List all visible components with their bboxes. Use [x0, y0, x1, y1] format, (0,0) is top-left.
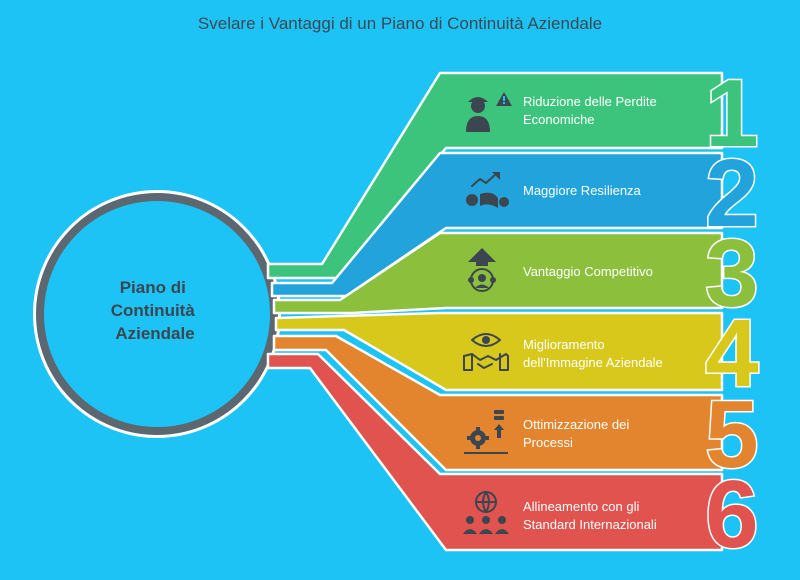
benefit-bands: [266, 71, 724, 552]
label-6: Allineamento con gli Standard Internazio…: [523, 498, 657, 532]
label-2: Maggiore Resilienza: [523, 183, 642, 198]
label-1: Riduzione delle Perdite Economiche: [523, 93, 661, 127]
center-label: Piano di Continuità Aziendale: [111, 278, 200, 343]
center-label-line-3: Aziendale: [115, 324, 194, 343]
page-title: Svelare i Vantaggi di un Piano di Contin…: [197, 14, 603, 33]
number-2: 2: [705, 140, 758, 247]
band-4: [274, 311, 724, 392]
band-3: [272, 231, 724, 315]
image-handshake-icon: [463, 333, 509, 371]
label-5: Ottimizzazione dei Processi: [523, 416, 634, 450]
global-team-icon: [463, 491, 509, 534]
center-label-line-2: Continuità: [111, 301, 196, 320]
number-4: 4: [705, 300, 758, 407]
band-2: [270, 151, 724, 298]
band-5: [272, 334, 724, 472]
number-5: 5: [705, 381, 758, 488]
number-6: 6: [705, 461, 758, 568]
process-gear-icon: [464, 410, 508, 454]
resilience-growth-icon: [466, 172, 509, 208]
number-1: 1: [705, 60, 758, 167]
number-3: 3: [705, 220, 758, 327]
center-label-line-1: Piano di: [120, 278, 186, 297]
label-3: Vantaggio Competitivo: [523, 264, 653, 279]
band-6: [266, 352, 724, 552]
competitive-advantage-icon: [468, 248, 496, 292]
label-4: Miglioramento dell'Immagine Aziendale: [523, 336, 663, 370]
worker-warning-icon: [466, 92, 512, 132]
